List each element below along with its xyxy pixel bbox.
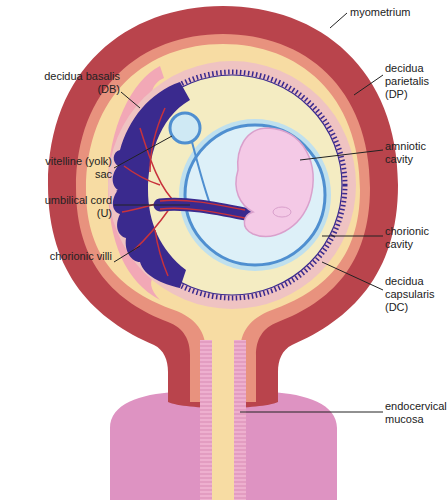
part-label: endocervical mucosa	[385, 400, 447, 426]
limb-bud	[273, 207, 291, 217]
leader-line	[114, 205, 190, 206]
part-label: decidua parietalis (DP)	[385, 62, 445, 101]
leader-line	[114, 246, 140, 262]
leader-line	[240, 412, 383, 413]
part-label: myometrium	[350, 6, 445, 19]
leader-line	[322, 236, 383, 237]
umbilical-vessels	[160, 200, 245, 218]
part-label: amniotic cavity	[385, 140, 445, 166]
amnion-outer	[179, 119, 331, 271]
umbilical-cord	[160, 204, 245, 214]
part-label: umbilical cord (U)	[40, 194, 112, 220]
embryo	[236, 128, 313, 236]
leader-line	[322, 262, 383, 290]
leader-line	[354, 75, 383, 95]
leader-line	[114, 136, 172, 168]
amnion	[185, 125, 325, 265]
cervical-canal	[212, 330, 234, 500]
decidua-capsularis	[108, 61, 356, 309]
part-label: chorionic villi	[40, 250, 112, 263]
leader-lines	[114, 13, 383, 412]
leader-line	[330, 13, 347, 28]
part-label: decidua capsularis (DC)	[385, 275, 445, 314]
yolk-sac	[170, 113, 200, 143]
part-label: vitelline (yolk) sac	[40, 155, 112, 181]
part-label: chorionic cavity	[385, 225, 445, 251]
leader-line	[121, 92, 140, 108]
leader-line	[300, 150, 383, 160]
vitelline-duct	[192, 142, 210, 204]
part-label: decidua basalis (DB)	[40, 70, 120, 96]
